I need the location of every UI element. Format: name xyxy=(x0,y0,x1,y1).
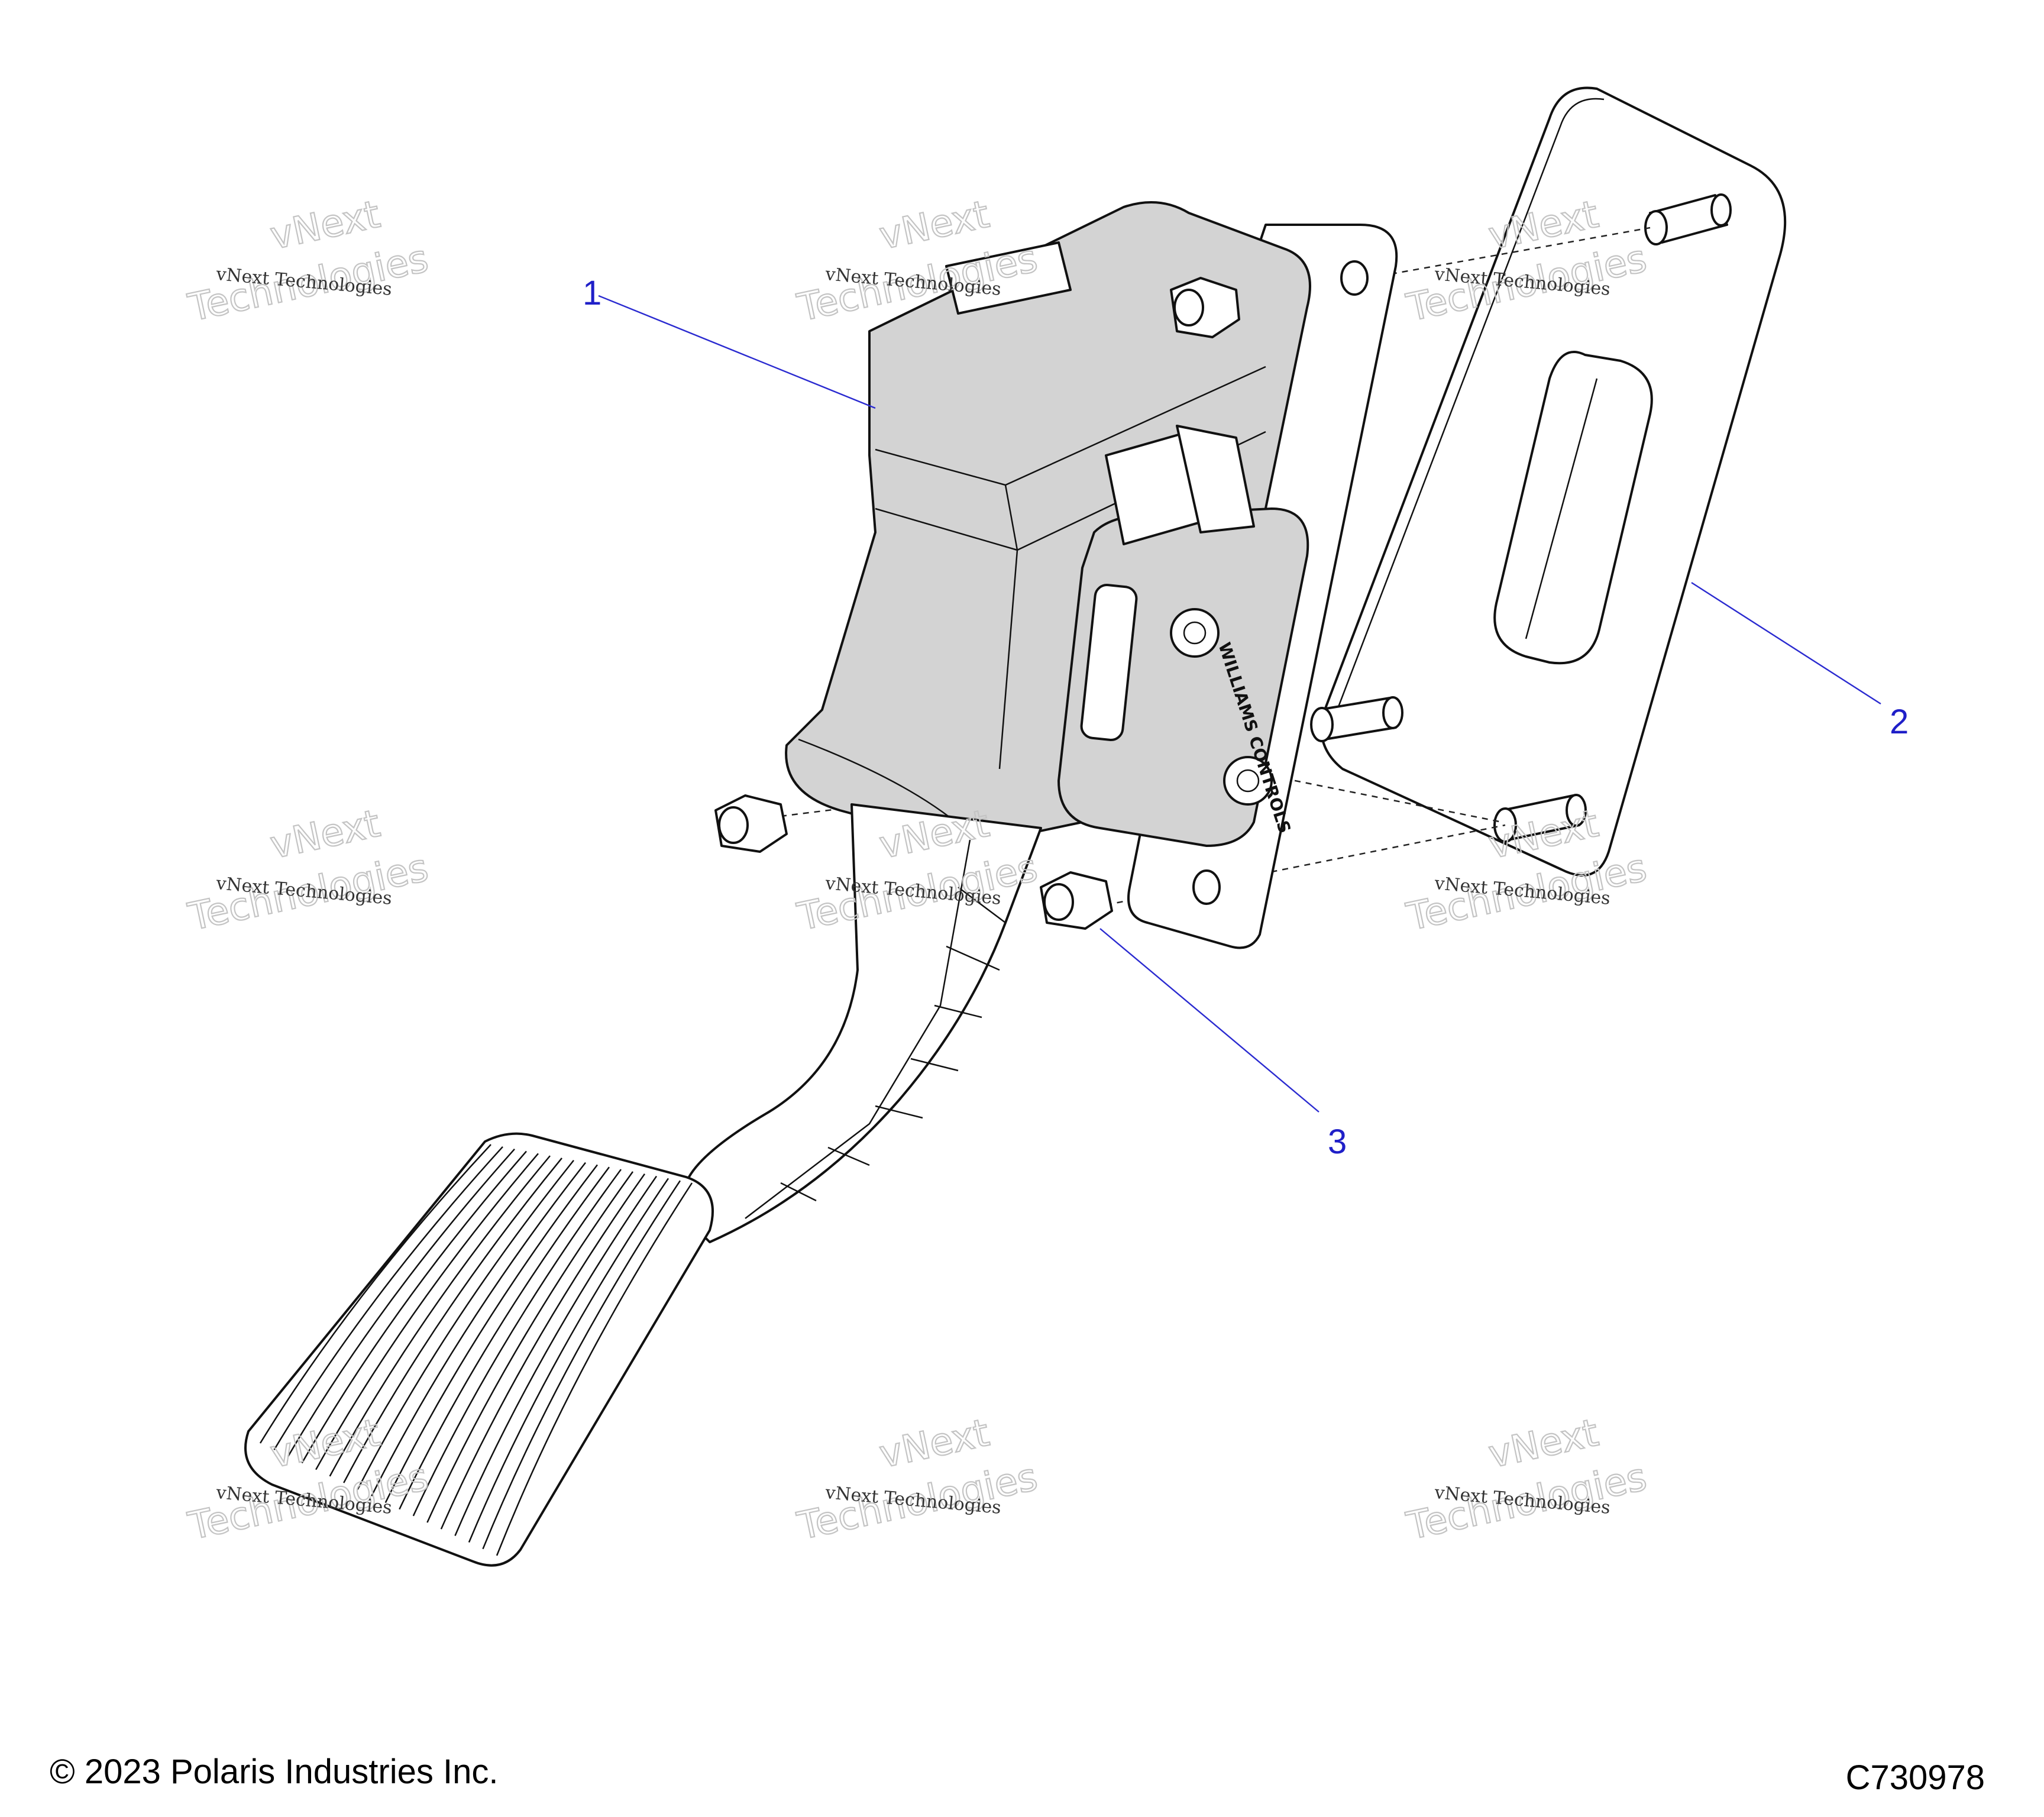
pedal-pad-rib xyxy=(482,1180,681,1550)
pedal-pad-rib xyxy=(412,1169,622,1517)
stud-middle xyxy=(1310,696,1403,742)
callout-3: 3 xyxy=(1099,928,1347,1161)
pedal-pad-rib xyxy=(384,1164,598,1504)
pedal-pad-rib xyxy=(468,1178,670,1543)
stud-upper xyxy=(1644,193,1732,245)
pedal-pad-rib xyxy=(315,1153,539,1470)
figure-id: C730978 xyxy=(1845,1758,1985,1797)
pedal-pad-rib xyxy=(440,1173,646,1530)
callout-3-label: 3 xyxy=(1328,1123,1347,1161)
pedal-pad xyxy=(244,1132,714,1567)
pedal-pad-rib xyxy=(273,1146,503,1450)
pedal-pad-rib xyxy=(259,1144,491,1444)
pedal-pad-rib xyxy=(426,1171,634,1523)
pedal-pad-rib xyxy=(301,1150,527,1464)
pedal-pad-rib xyxy=(371,1162,586,1496)
pedal-housing-part-1: WILLIAMS CONTROLS xyxy=(714,201,1398,949)
nut-lower-part-3 xyxy=(1040,871,1113,930)
pedal-pad-rib xyxy=(399,1166,610,1510)
callout-1: 1 xyxy=(583,274,876,409)
pedal-pad-rib xyxy=(454,1175,658,1536)
throttle-position-sensor: WILLIAMS CONTROLS xyxy=(1057,425,1309,847)
stud-lower xyxy=(1493,794,1587,843)
pedal-arm xyxy=(679,803,1042,1243)
mounting-plate-part-2 xyxy=(1310,86,1787,877)
callout-1-label: 1 xyxy=(583,274,601,312)
pedal-pad-rib xyxy=(357,1159,574,1490)
callout-2: 2 xyxy=(1691,581,1909,741)
nut-left xyxy=(714,794,788,853)
pedal-pad-rib xyxy=(329,1155,551,1477)
pedal-pad-rib xyxy=(343,1158,562,1483)
callout-2-label: 2 xyxy=(1890,703,1909,741)
pedal-pad-rib xyxy=(287,1148,515,1457)
nut-upper xyxy=(1170,277,1240,338)
pedal-pad-rib xyxy=(496,1182,693,1556)
copyright-notice: © 2023 Polaris Industries Inc. xyxy=(50,1753,499,1791)
